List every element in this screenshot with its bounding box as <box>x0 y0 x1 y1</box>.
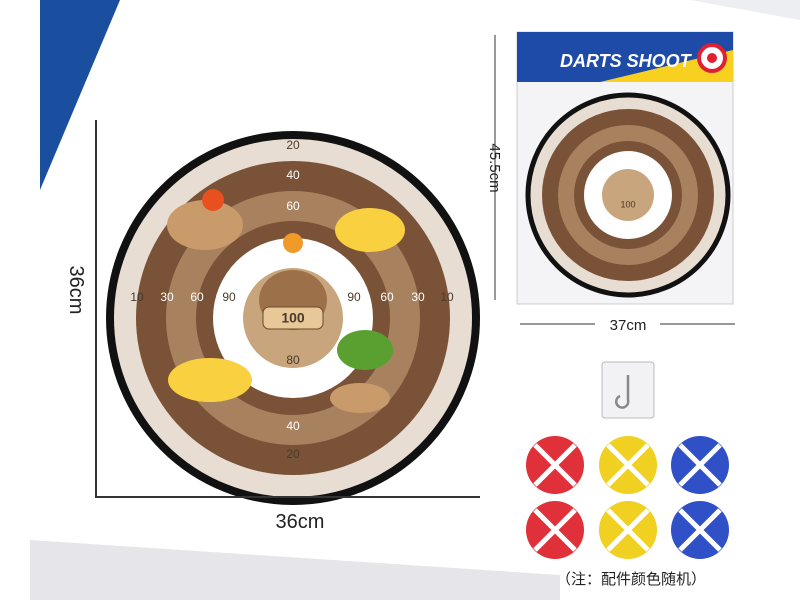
ball-cross-stripe <box>533 508 577 552</box>
score-label: 60 <box>286 386 300 400</box>
score-label: 40 <box>286 419 300 433</box>
accessory-color-note: （注：配件颜色随机） <box>556 570 707 588</box>
package-image: DARTS SHOOT 100 <box>516 31 734 305</box>
sticky-balls <box>526 436 729 559</box>
score-label: 10 <box>130 290 144 304</box>
score-label: 60 <box>380 290 394 304</box>
hook-accessory <box>601 361 655 419</box>
score-label: 80 <box>286 353 300 367</box>
score-label: 30 <box>411 290 425 304</box>
ball-cross-stripe <box>533 443 577 487</box>
dimension-lines <box>95 120 480 498</box>
brand-logo: DARTS SHOOT <box>560 51 693 71</box>
ball-cross-stripe <box>606 443 650 487</box>
package-width-label: 37cm <box>610 317 647 334</box>
package-height-label: 45.5cm <box>486 143 503 192</box>
gray-corner-decoration <box>690 0 800 20</box>
score-label: 20 <box>286 447 300 461</box>
score-label: 90 <box>222 290 236 304</box>
center-score: 100 <box>281 310 305 326</box>
ball-cross-stripe <box>606 508 650 552</box>
ball-cross-stripe <box>678 443 722 487</box>
gray-swoosh-decoration <box>30 540 560 600</box>
board-width-label: 36cm <box>276 511 325 533</box>
ball-cross-stripe <box>678 508 722 552</box>
score-label: 20 <box>286 138 300 152</box>
score-label: 40 <box>286 168 300 182</box>
score-label: 10 <box>440 290 454 304</box>
board-height-label: 36cm <box>65 266 87 315</box>
score-label: 30 <box>160 290 174 304</box>
blue-corner-decoration <box>40 0 120 190</box>
package-center-score: 100 <box>620 199 635 209</box>
main-dartboard: 100 20 40 60 10 30 60 90 10 30 60 90 80 … <box>106 131 480 505</box>
score-label: 60 <box>190 290 204 304</box>
score-label: 90 <box>347 290 361 304</box>
score-label: 60 <box>286 199 300 213</box>
